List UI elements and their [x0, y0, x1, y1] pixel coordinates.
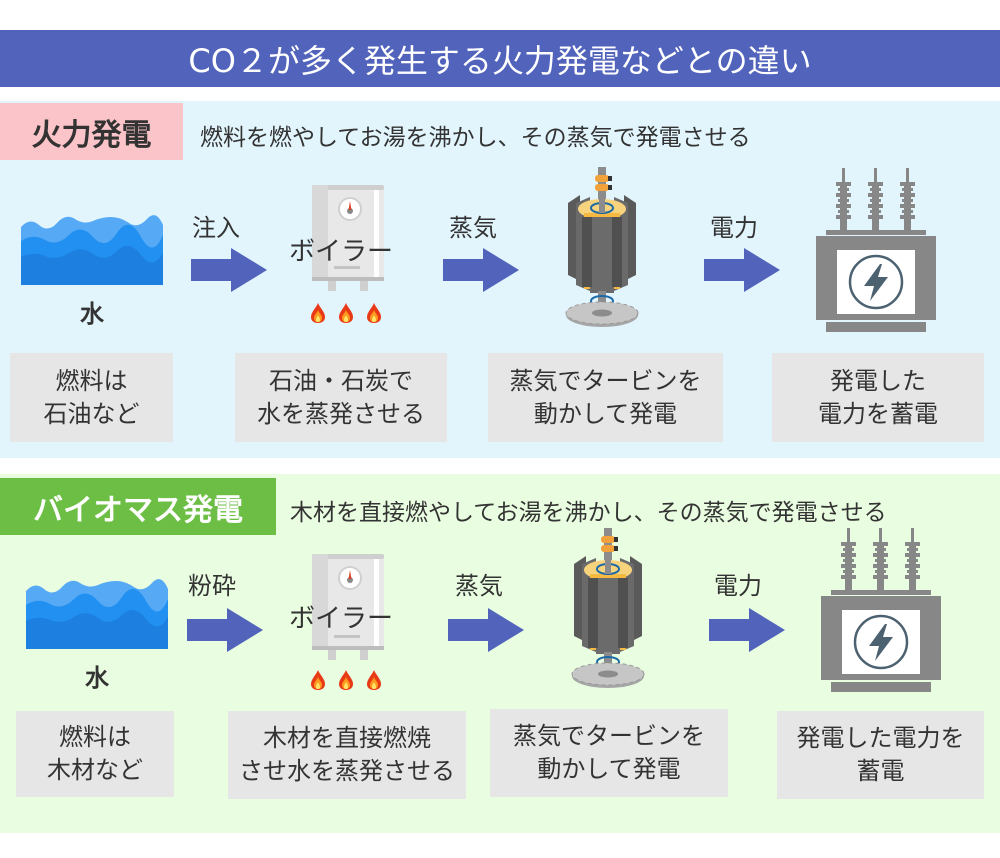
arrow-right-icon [709, 608, 785, 652]
note-boiler: 木材を直接燃焼 させ水を蒸発させる [228, 711, 466, 799]
arrow-right-icon [443, 248, 519, 292]
step-label-crush: 粉砕 [188, 572, 236, 600]
note-boiler: 石油・石炭で 水を蒸発させる [235, 353, 447, 442]
flame-icon [367, 303, 381, 323]
water-waves-icon [26, 577, 168, 649]
page-title: CO２が多く発生する火力発電などとの違い [0, 30, 1000, 87]
arrow-right-icon [704, 248, 780, 292]
transformer-lightning-icon [814, 168, 938, 332]
arrow-right-icon [191, 248, 267, 292]
boiler-label: ボイラー [289, 604, 394, 634]
arrow-right-icon [448, 608, 524, 652]
section-label: バイオマス発電 [0, 478, 276, 535]
flame-icon [311, 670, 325, 690]
note-fuel: 燃料は 石油など [10, 353, 173, 442]
step-label-steam: 蒸気 [449, 214, 497, 242]
flame-icon [339, 670, 353, 690]
section-description: 燃料を燃やしてお湯を沸かし、その蒸気で発電させる [200, 125, 751, 151]
section-description: 木材を直接燃やしてお湯を沸かし、その蒸気で発電させる [290, 500, 887, 526]
step-label-power: 電力 [714, 572, 762, 600]
section-biomass-power: バイオマス発電 木材を直接燃やしてお湯を沸かし、その蒸気で発電させる 水 粉砕 … [0, 474, 1000, 833]
flames [311, 303, 381, 323]
water-label: 水 [80, 300, 104, 328]
note-turbine: 蒸気でタービンを 動かして発電 [488, 353, 723, 442]
note-turbine: 蒸気でタービンを 動かして発電 [490, 709, 728, 797]
note-fuel: 燃料は 木材など [16, 711, 174, 797]
section-thermal-power: 火力発電 燃料を燃やしてお湯を沸かし、その蒸気で発電させる 水 注入 ボイラー … [0, 101, 1000, 458]
flame-icon [339, 303, 353, 323]
turbine-generator-icon [568, 524, 648, 694]
water-waves-icon [21, 213, 163, 285]
transformer-lightning-icon [819, 528, 943, 692]
note-storage: 発電した電力を 蓄電 [777, 711, 984, 799]
turbine-generator-icon [562, 163, 642, 333]
step-label-steam: 蒸気 [455, 572, 503, 600]
step-label-inject: 注入 [192, 214, 240, 242]
water-label: 水 [85, 664, 109, 692]
flame-icon [367, 670, 381, 690]
boiler-label: ボイラー [289, 237, 394, 267]
step-label-power: 電力 [710, 214, 758, 242]
flames [311, 670, 381, 690]
section-label: 火力発電 [0, 103, 183, 160]
note-storage: 発電した 電力を蓄電 [772, 353, 984, 442]
arrow-right-icon [187, 608, 263, 652]
flame-icon [311, 303, 325, 323]
